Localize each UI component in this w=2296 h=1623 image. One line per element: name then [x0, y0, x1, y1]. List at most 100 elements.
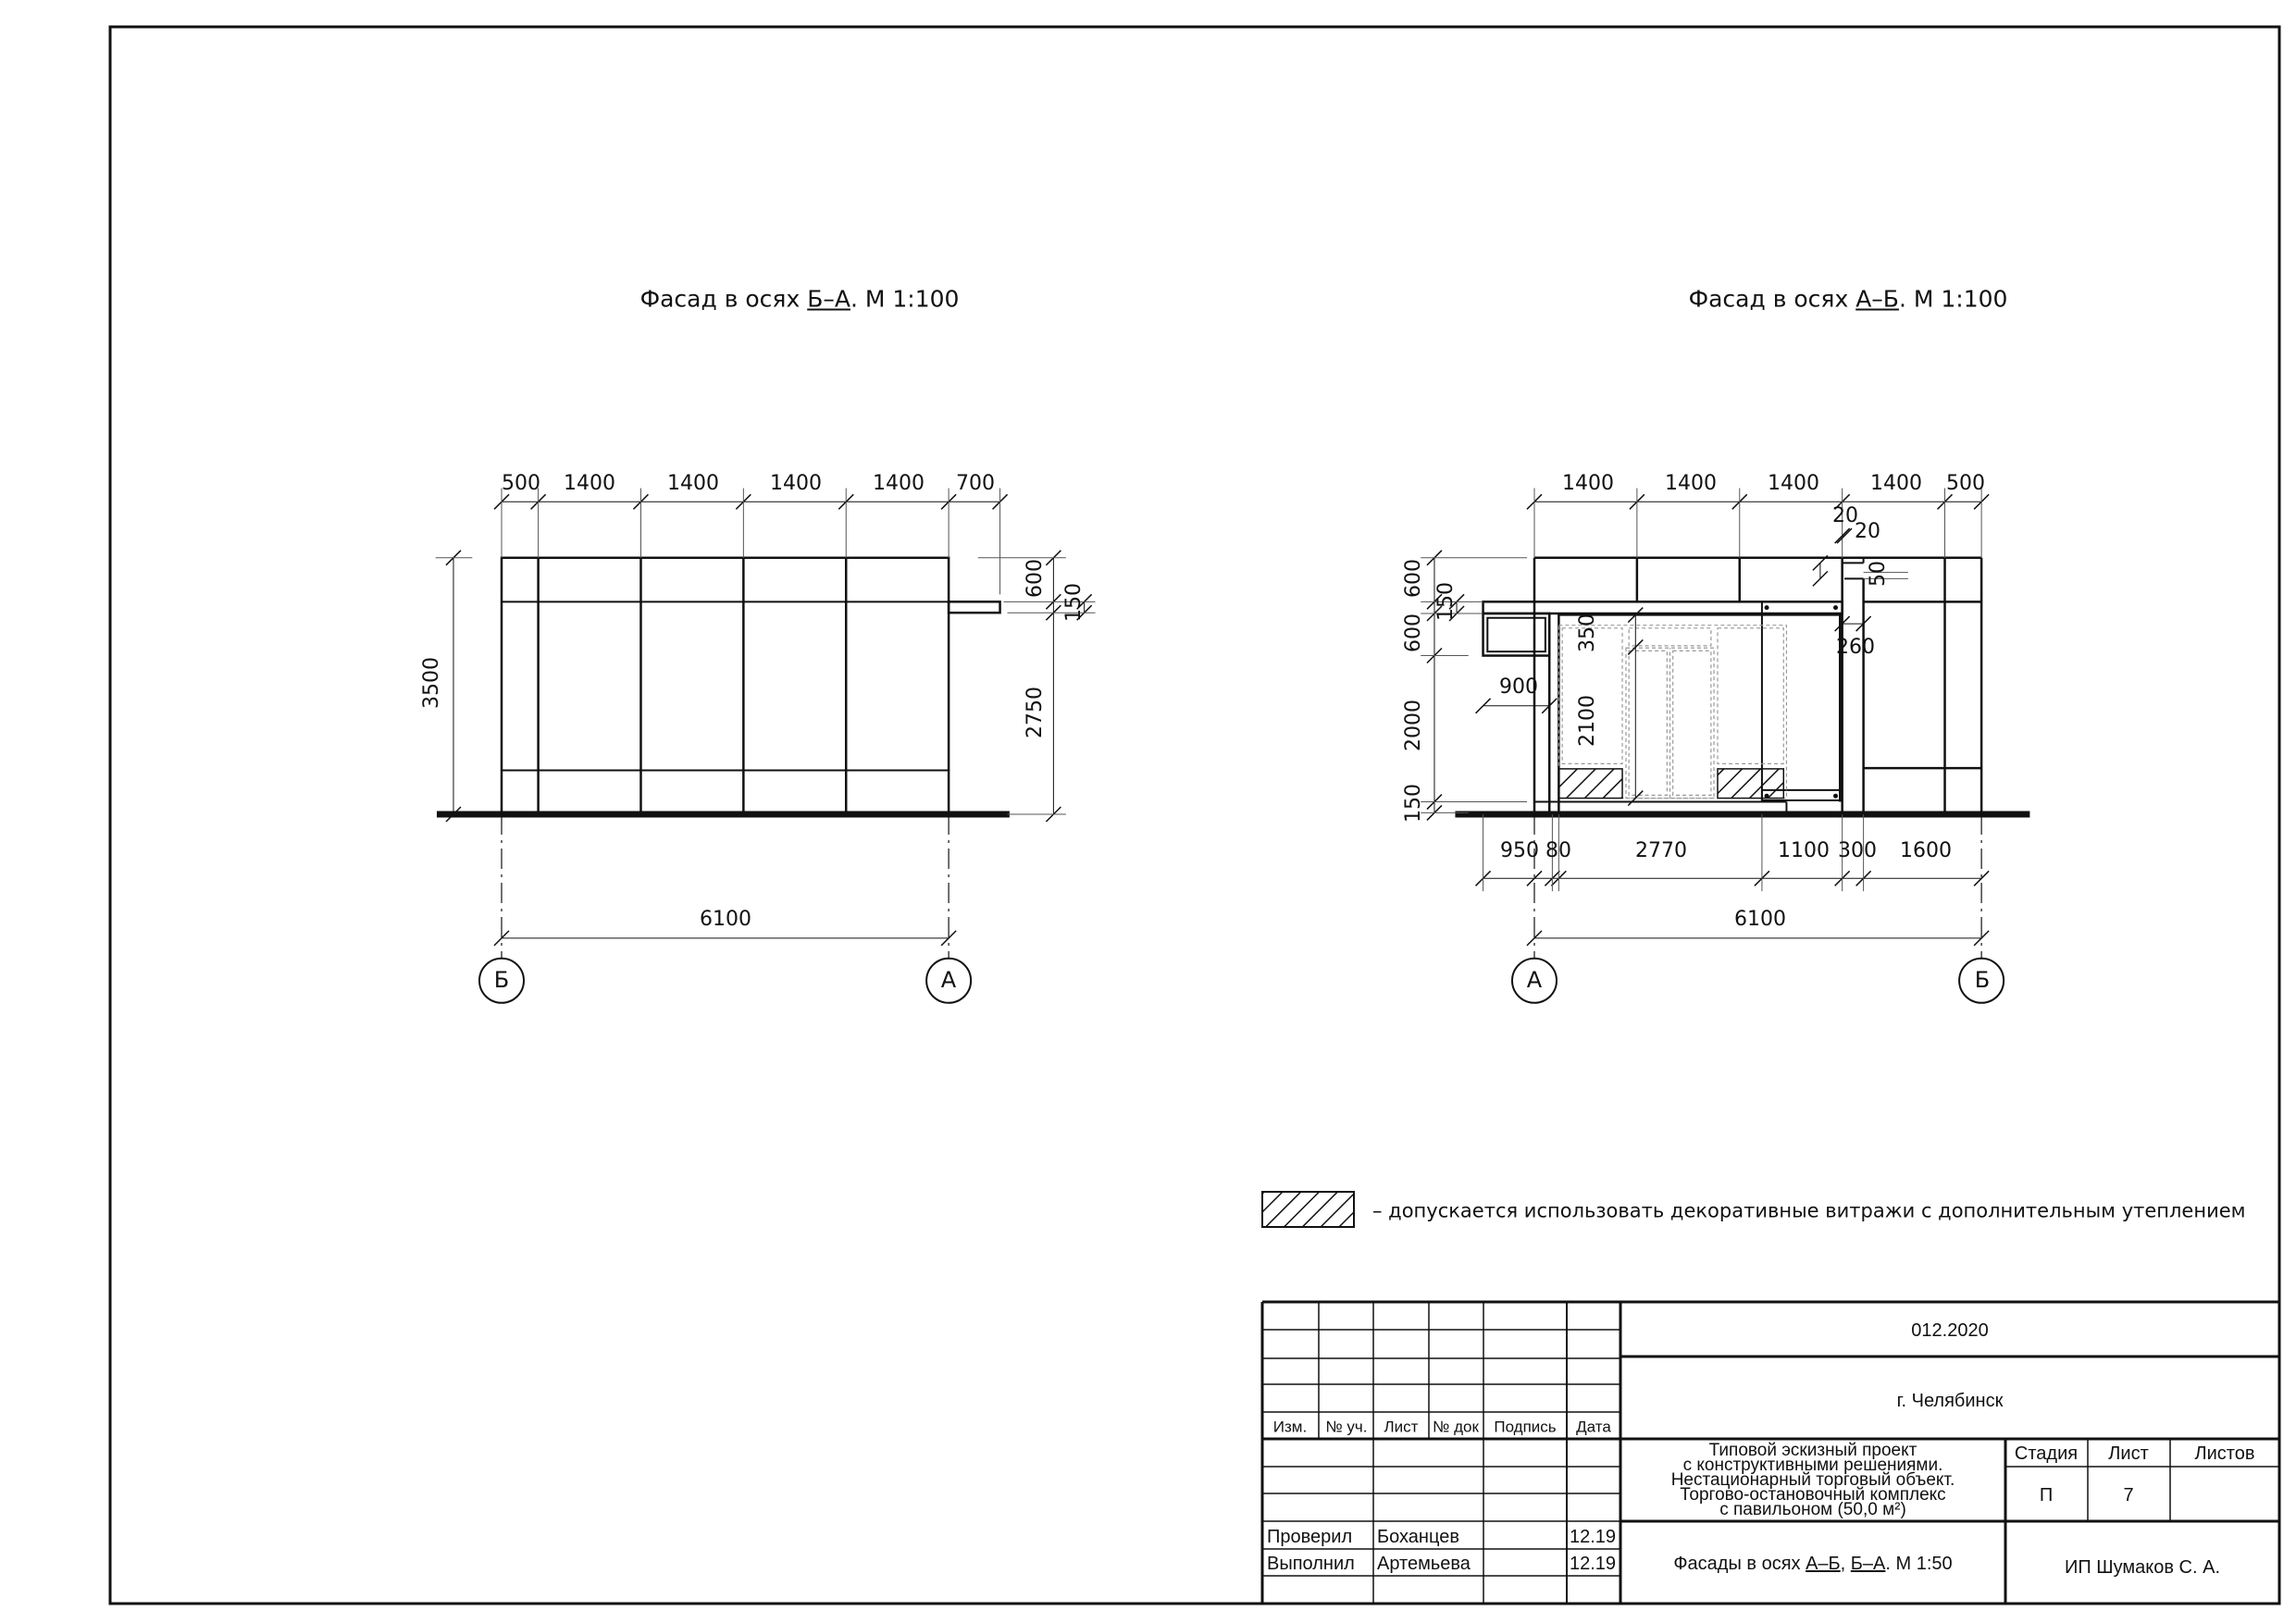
dim-label: 6100: [700, 908, 751, 931]
dim-label: 1600: [1900, 839, 1952, 862]
dim-tick: [1836, 527, 1853, 544]
dim-label: 150: [1062, 583, 1086, 622]
facade-a-b: [1421, 488, 2030, 1004]
project-line: с конструктивными решениями.: [1682, 1456, 1943, 1475]
hatched-panel: [1558, 768, 1623, 799]
name-checked: Боханцев: [1377, 1527, 1459, 1547]
dim-label: 1400: [667, 472, 719, 495]
dim-tick: [1973, 930, 1990, 947]
dim-tick: [1812, 570, 1829, 587]
dim-label: 600: [1024, 559, 1047, 598]
stage-value: П: [2039, 1485, 2054, 1505]
dim-label: 300: [1838, 839, 1877, 862]
dim-label: 80: [1545, 839, 1571, 862]
dim-tick: [1526, 930, 1543, 947]
legend-hatch-swatch: [1261, 1191, 1355, 1228]
dim-tick: [1526, 870, 1543, 886]
dim-tick: [1475, 698, 1492, 714]
dim-label: 50: [1867, 561, 1890, 587]
role-checked: Проверил: [1267, 1527, 1353, 1547]
header-signature: Подпись: [1494, 1418, 1557, 1436]
transom: [1628, 627, 1712, 647]
sheet-header: Лист: [2108, 1443, 2149, 1464]
bolt-dot: [1833, 793, 1839, 799]
dim-label: 950: [1500, 839, 1539, 862]
sheet-frame: [108, 25, 2281, 1605]
axis-label: Б: [493, 967, 510, 993]
dim-tick: [1541, 698, 1558, 714]
project-line: Торгово-остановочный комплекс: [1680, 1485, 1946, 1505]
dim-tick: [940, 930, 957, 947]
dim-label: 2100: [1576, 695, 1599, 747]
dim-label: 1400: [1562, 472, 1614, 495]
dim-tick: [1812, 554, 1829, 571]
dim-tick: [1834, 527, 1851, 544]
role-performed: Выполнил: [1267, 1554, 1355, 1574]
axis-marker: [925, 957, 973, 1004]
sign-box: [1482, 612, 1551, 657]
project-line: Нестационарный торговый объект.: [1670, 1470, 1955, 1490]
project-line: Типовой эскизный проект: [1708, 1441, 1917, 1460]
title-block: [1260, 1300, 2279, 1604]
header-date: Дата: [1576, 1418, 1611, 1436]
axis-marker: [478, 957, 525, 1004]
legend-text: – допускается использовать декоративные …: [1372, 1199, 2246, 1222]
date-performed: 12.19: [1570, 1554, 1617, 1574]
dim-label: 3500: [420, 657, 443, 709]
dim-tick: [1627, 607, 1644, 624]
sheet-value: 7: [2123, 1485, 2134, 1505]
door-leaf: [1672, 650, 1712, 797]
stage-header: Стадия: [2014, 1443, 2079, 1464]
left-facade-title: Фасад в осях Б–А. М 1:100: [639, 285, 960, 313]
dim-label: 600: [1402, 559, 1425, 598]
dim-label: 1400: [873, 472, 925, 495]
canopy: [1482, 601, 1843, 615]
facade-b-a: [435, 488, 1096, 1004]
project-code: 012.2020: [1911, 1320, 1989, 1341]
dim-label: 1400: [770, 472, 822, 495]
dim-label: 1400: [1870, 472, 1922, 495]
city: г. Челябинск: [1896, 1391, 2004, 1411]
dim-label: 1400: [1768, 472, 1819, 495]
header-num-dok: № док: [1433, 1418, 1479, 1436]
window-pane: [1717, 627, 1784, 764]
dim-label: 2770: [1635, 839, 1687, 862]
dim-label: 20: [1855, 520, 1880, 543]
date-checked: 12.19: [1570, 1527, 1617, 1547]
hatched-panel: [1717, 768, 1785, 799]
sign-box-inner: [1486, 616, 1546, 653]
door-leaf: [1628, 650, 1668, 797]
axis-label: Б: [1974, 967, 1991, 993]
dim-tick: [1627, 638, 1644, 655]
header-izm: Изм.: [1272, 1418, 1308, 1436]
dim-tick: [1973, 870, 1990, 886]
drawing-title: Фасады в осях А–Б, Б–А. М 1:50: [1673, 1554, 1953, 1574]
axis-marker: [1958, 957, 2005, 1004]
dim-label: 1100: [1778, 839, 1830, 862]
dim-tick: [445, 806, 462, 823]
axis-label: А: [940, 967, 957, 993]
sheets-header: Листов: [2194, 1443, 2255, 1464]
facade-outline: [500, 556, 950, 816]
dim-tick: [493, 930, 510, 947]
canopy-edge: [947, 601, 1001, 614]
dim-label: 1400: [1665, 472, 1717, 495]
company-name: ИП Шумаков С. А.: [2064, 1557, 2221, 1578]
dim-label: 500: [502, 472, 540, 495]
dim-tick: [1834, 615, 1851, 632]
axis-label: А: [1526, 967, 1543, 993]
project-description: Типовой эскизный проект с конструктивным…: [1670, 1441, 1955, 1518]
dim-label: 6100: [1734, 908, 1786, 931]
dim-label: 20: [1832, 504, 1858, 527]
dim-label: 500: [1946, 472, 1985, 495]
dim-label: 150: [1402, 784, 1425, 823]
dim-label: 900: [1499, 675, 1538, 699]
dim-label: 1400: [564, 472, 615, 495]
axis-marker: [1511, 957, 1558, 1004]
dim-tick: [1627, 790, 1644, 807]
name-performed: Артемьева: [1377, 1554, 1471, 1574]
dim-tick: [1855, 615, 1872, 632]
dim-label: 600: [1402, 613, 1425, 652]
dim-label: 700: [956, 472, 995, 495]
